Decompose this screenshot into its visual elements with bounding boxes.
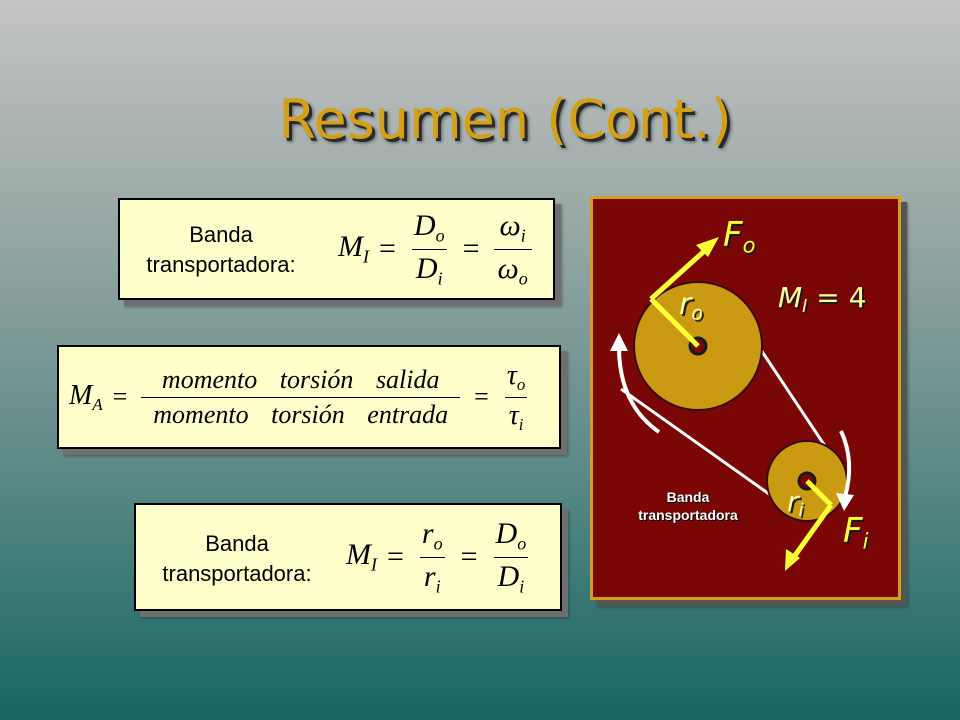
force-in-arrow	[788, 503, 834, 563]
lhs-symbol: MA	[69, 379, 103, 414]
force-in-arrow-head	[785, 549, 800, 571]
mechanical-advantage-label: MI = 4	[778, 281, 867, 318]
rotation-arrow-large	[617, 346, 661, 434]
torque-word-fraction: momento torsión salida momento torsión e…	[141, 365, 461, 430]
radius-out-label: ro	[679, 287, 703, 325]
rotation-arrow-small	[839, 430, 852, 498]
equals-sign: =	[474, 382, 489, 411]
force-in-label: Fi	[843, 511, 869, 554]
force-out-arrow	[649, 243, 713, 301]
rotation-arrow-small-head	[836, 493, 854, 511]
diameter-fraction: Do Di	[410, 209, 449, 289]
equals-sign: =	[112, 382, 128, 411]
torque-ratio-formula: MA = momento torsión salida momento tors…	[69, 360, 533, 435]
belt-label: Banda transportadora	[638, 489, 738, 523]
radius-in-label: ri	[787, 485, 804, 522]
radius-ratio-formula: MI = ro ri = Do Di	[346, 517, 534, 596]
formula-box-torque: MA = momento torsión salida momento tors…	[57, 345, 561, 449]
belt-line-lower	[620, 387, 780, 503]
equals-sign: =	[460, 540, 478, 573]
equals-sign: =	[379, 232, 396, 265]
radius-in-line	[805, 479, 833, 507]
belt-drive-graphic	[610, 237, 854, 571]
box-label: Banda transportadora:	[146, 222, 296, 277]
page-title: Resumen (Cont.)	[278, 88, 732, 151]
equals-sign: =	[462, 232, 480, 265]
tau-fraction: τo τi	[503, 360, 529, 435]
diameter-fraction: Do Di	[492, 517, 531, 597]
formula-box-velocity: Banda transportadora: MI = Do Di = ωi ωo	[118, 198, 555, 300]
force-out-arrow-head	[696, 237, 719, 257]
omega-fraction: ωi ωo	[493, 209, 532, 289]
lhs-symbol: MI	[338, 230, 369, 267]
lhs-symbol: MI	[346, 538, 377, 575]
radius-out-line	[649, 297, 700, 348]
radius-fraction: ro ri	[418, 517, 447, 597]
box-label: Banda transportadora:	[162, 531, 312, 586]
formula-box-radius: Banda transportadora: MI = ro ri = Do Di	[134, 503, 562, 611]
velocity-ratio-formula: MI = Do Di = ωi ωo	[338, 209, 536, 288]
force-out-label: Fo	[723, 215, 756, 258]
rotation-arrow-large-head	[610, 333, 628, 351]
equals-sign: =	[387, 540, 404, 573]
belt-drive-diagram: Fo ro MI = 4 ri Fi Banda transportadora	[590, 196, 901, 600]
